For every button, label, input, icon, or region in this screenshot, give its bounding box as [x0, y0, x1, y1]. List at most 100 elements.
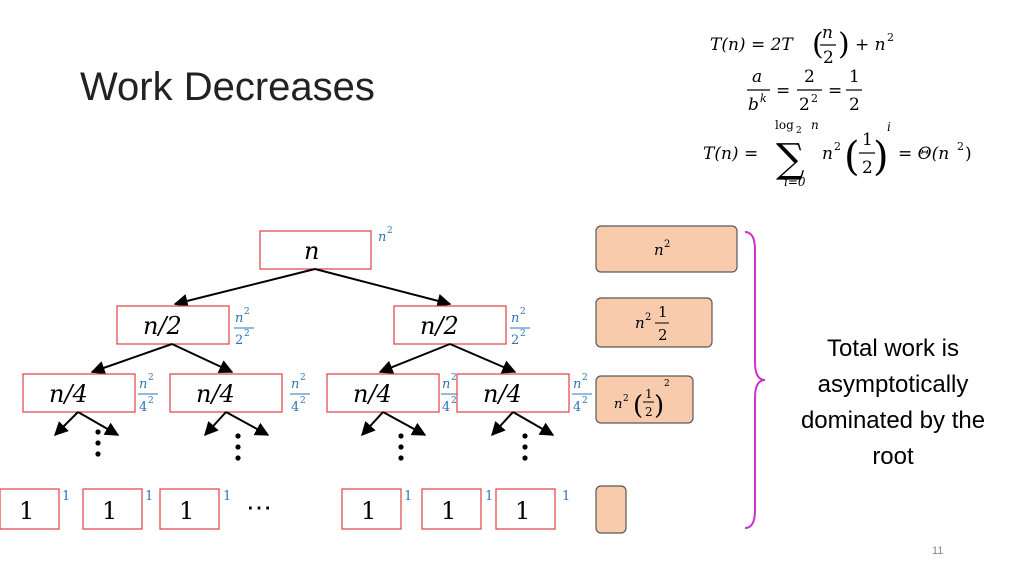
edge-l2a-left [54, 411, 79, 436]
level-sum-1-box [595, 297, 713, 348]
sum-power: i [887, 120, 891, 134]
level-sum-1-frac-num: 1 [658, 303, 668, 321]
sum-rhs-exp: 2 [957, 140, 964, 153]
level2-d-work-den-exp: 2 [582, 396, 588, 406]
edge-l1a-right [171, 343, 234, 374]
edge-root-left [173, 268, 316, 308]
equals-2: = [828, 81, 842, 101]
edge-l2a-right [77, 411, 120, 436]
level-sum-2-exp: 2 [623, 394, 629, 404]
curly-brace [744, 231, 766, 529]
tree-node-level2-b: n/4 [169, 373, 283, 413]
summary-line-3: dominated by the [801, 407, 985, 434]
level2-a-label: n/4 [49, 380, 88, 408]
level1-a-work-den: 2 [235, 333, 243, 348]
sum-rhs: = Θ(n [898, 144, 949, 164]
level2-d-label: n/4 [483, 380, 522, 408]
level1-a-work-num-exp: 2 [244, 307, 250, 317]
tree-node-level2-c: n/4 [326, 373, 440, 413]
vdot-d2 [522, 444, 528, 450]
recurrence-rhs-exp: 2 [887, 31, 894, 44]
vdot-b3 [235, 455, 241, 461]
level2-d-work-num: n [573, 377, 581, 392]
level2-b-work-den-exp: 2 [300, 396, 306, 406]
summary-line-4: root [872, 443, 914, 470]
leaf-work-5: 1 [485, 489, 493, 504]
edge-l2d-right [512, 411, 555, 436]
level1-a-label: n/2 [143, 312, 182, 340]
ratio-den-2: 2 [799, 95, 810, 115]
edge-l1b-left [378, 343, 451, 374]
level2-c-work-den-exp: 2 [451, 396, 457, 406]
ratio-num-a: a [752, 67, 762, 87]
level-sum-0-base: n [654, 241, 664, 259]
sum-frac-num: 1 [862, 130, 873, 150]
sum-frac-den: 2 [862, 158, 873, 178]
level2-a-work-num: n [139, 377, 147, 392]
leaf-work-2: 1 [145, 489, 153, 504]
vdot-c1 [398, 433, 404, 439]
level-sum-2-frac-den: 2 [645, 405, 653, 419]
vdot-a3 [95, 451, 101, 457]
summary-text: Total work is asymptotically dominated b… [801, 335, 985, 470]
level2-b-work-num-exp: 2 [300, 373, 306, 383]
edge-l2b-left [204, 411, 227, 437]
sum-lhs: T(n) = [703, 144, 758, 164]
level-sum-2-paren-close: ) [654, 391, 664, 421]
vdot-a1 [95, 429, 101, 435]
vertical-ellipsis-d [522, 433, 528, 461]
ratio-den-3: 2 [849, 95, 860, 115]
sum-upper: log [775, 118, 794, 132]
summary-line-1: Total work is [827, 335, 959, 362]
level1-a-work-den-exp: 2 [244, 329, 250, 339]
level2-d-work-num-exp: 2 [582, 373, 588, 383]
level-sum-0-box [595, 225, 738, 273]
level-sum-leaves [595, 485, 627, 534]
level1-b-box [393, 305, 507, 345]
recurrence-lhs: T(n) = 2T [710, 35, 794, 55]
root-work-base: n [378, 230, 386, 245]
leaf-ellipsis: ⋯ [246, 493, 272, 523]
level-sum-2: n 2 ( 1 2 ) 2 [595, 375, 694, 424]
level-sum-2-frac-num: 1 [645, 387, 653, 401]
leaf-row: 1 1 1 1 1 1 ⋯ 1 1 1 1 1 1 [0, 488, 570, 530]
level2-b-work-num: n [291, 377, 299, 392]
edge-l2d-left [491, 411, 514, 437]
level2-a-work: n 2 4 2 [138, 373, 158, 415]
level1-b-work-den-exp: 2 [520, 329, 526, 339]
edge-l2b-right [225, 411, 270, 436]
sum-formula: T(n) = log 2 n ∑ i=0 n 2 ( 1 2 ) i = Θ(n… [703, 118, 972, 189]
level2-a-work-den: 4 [139, 400, 147, 415]
vdot-c3 [398, 455, 404, 461]
leaf-label-1: 1 [19, 497, 34, 525]
level2-d-work: n 2 4 2 [572, 373, 592, 415]
level2-a-work-den-exp: 2 [148, 396, 154, 406]
recurrence-frac-num: n [822, 23, 833, 43]
sum-paren-close: ) [873, 134, 889, 180]
leaf-box-5 [421, 488, 482, 530]
ratio-den-b-exp: k [760, 92, 767, 105]
level-sum-2-paren-open: ( [633, 391, 643, 421]
vdot-a2 [95, 440, 101, 446]
paren-open: ( [812, 27, 824, 62]
sum-upper-var: n [811, 118, 819, 132]
edge-root-right [314, 268, 452, 308]
sum-paren-open: ( [844, 134, 860, 180]
level-sum-2-power: 2 [664, 379, 670, 389]
vertical-ellipsis-c [398, 433, 404, 461]
sum-upper-sub: 2 [796, 126, 802, 136]
level-sum-2-box [595, 375, 694, 424]
sum-rhs-close: ) [965, 144, 972, 164]
recurrence-rhs: + n [855, 35, 886, 55]
ratio-den-b: b [748, 95, 759, 115]
level2-c-work-num: n [442, 377, 450, 392]
vertical-ellipsis-a [95, 429, 101, 457]
tree-node-level2-a: n/4 [22, 373, 136, 413]
recurrence-formula: T(n) = 2T ( n 2 ) + n 2 [710, 23, 894, 68]
equals-1: = [776, 81, 790, 101]
leaf-label-4: 1 [361, 497, 376, 525]
level2-b-label: n/4 [196, 380, 235, 408]
leaf-work-1: 1 [62, 489, 70, 504]
slide-title: Work Decreases [80, 65, 375, 109]
leaf-box-4 [341, 488, 402, 530]
